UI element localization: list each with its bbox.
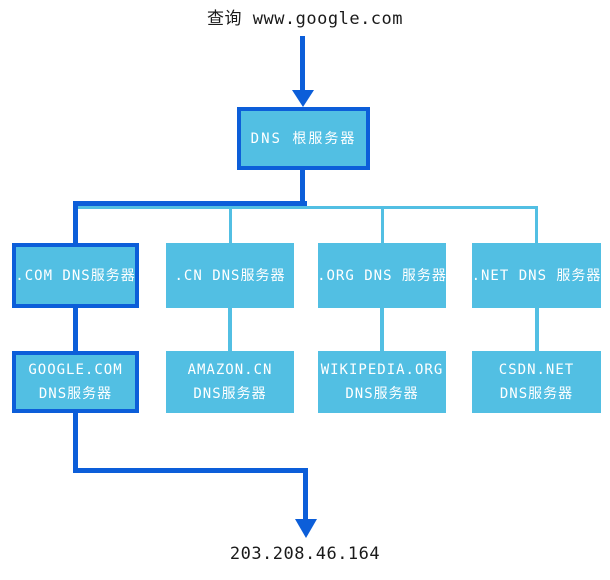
connector-bus-light <box>74 206 538 209</box>
connector-net-csdn <box>534 308 539 351</box>
query-arrowhead-icon <box>292 90 314 107</box>
node-tld-net-label: .NET DNS 服务器 <box>471 267 602 284</box>
node-auth-amazon: AMAZON.CN DNS服务器 <box>166 351 294 413</box>
node-tld-net: .NET DNS 服务器 <box>472 243 601 308</box>
query-label: 查询 www.google.com <box>206 9 404 29</box>
node-auth-wikipedia-line1: WIKIPEDIA.ORG <box>320 362 444 378</box>
node-auth-amazon-line1: AMAZON.CN <box>187 362 273 378</box>
node-dns-root-label: DNS 根服务器 <box>250 130 357 147</box>
node-auth-csdn-line1: CSDN.NET <box>498 362 575 378</box>
node-auth-google-line2: DNS服务器 <box>38 386 113 402</box>
connector-drop-com <box>73 201 78 243</box>
result-ip-label: 203.208.46.164 <box>229 544 381 564</box>
connector-com-google <box>73 308 78 351</box>
node-tld-cn-label: .CN DNS服务器 <box>174 267 286 284</box>
connector-drop-net <box>535 206 538 243</box>
connector-cn-amazon <box>228 308 232 351</box>
node-auth-wikipedia-line2: DNS服务器 <box>345 386 419 402</box>
node-tld-com-label: .COM DNS服务器 <box>15 267 136 284</box>
node-dns-root: DNS 根服务器 <box>237 107 370 170</box>
node-tld-com: .COM DNS服务器 <box>12 243 139 308</box>
node-auth-wikipedia: WIKIPEDIA.ORG DNS服务器 <box>318 351 446 413</box>
node-auth-amazon-line2: DNS服务器 <box>193 386 267 402</box>
node-auth-google: GOOGLE.COM DNS服务器 <box>12 351 139 413</box>
connector-drop-cn <box>228 206 232 243</box>
connector-result-down2 <box>303 468 308 520</box>
connector-result-across <box>73 468 308 473</box>
node-tld-org-label: .ORG DNS 服务器 <box>317 267 447 284</box>
connector-result-down1 <box>73 413 78 473</box>
connector-bus-highlight <box>73 201 307 206</box>
connector-drop-org <box>380 206 384 243</box>
connector-org-wikipedia <box>380 308 384 351</box>
node-auth-csdn: CSDN.NET DNS服务器 <box>472 351 601 413</box>
node-tld-org: .ORG DNS 服务器 <box>317 243 447 308</box>
result-arrowhead-icon <box>294 519 317 538</box>
node-tld-cn: .CN DNS服务器 <box>166 243 294 308</box>
connector-root-stem <box>300 170 305 203</box>
query-arrow-shaft <box>300 36 305 92</box>
node-auth-csdn-line2: DNS服务器 <box>499 386 574 402</box>
node-auth-google-line1: GOOGLE.COM <box>28 362 123 378</box>
